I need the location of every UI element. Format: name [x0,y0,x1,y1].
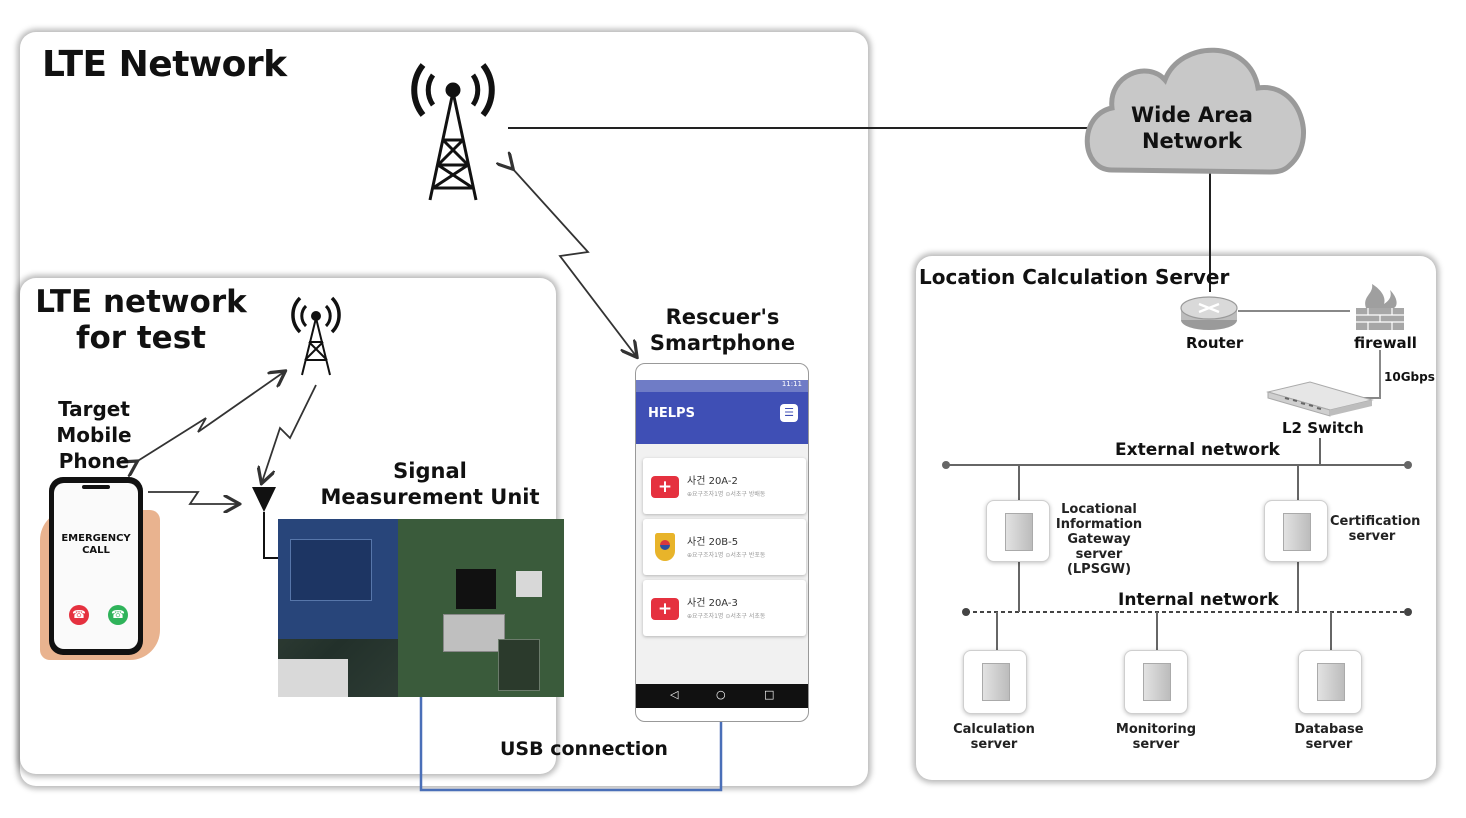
emergency-line1: EMERGENCY [61,533,131,544]
status-time: 11:11 [781,380,802,388]
l2-switch-label: L2 Switch [1282,419,1364,437]
incident-sub: ⊕요구조자1명 ⊙서초구 서초동 [687,613,766,620]
router-label: Router [1186,334,1244,352]
cert-label: Certification server [1330,514,1421,544]
incident-title: 사건 20A-3 [687,598,738,609]
incident-sub: ⊕요구조자1명 ⊙서초구 방배동 [687,491,766,498]
db-line1: Database [1294,722,1364,737]
wan-label-line1: Wide Area [1131,103,1253,127]
db-label: Database server [1279,722,1379,752]
status-bar: 11:11 [636,380,808,392]
external-network-label: External network [1115,440,1280,460]
lpsgw-line3: Gateway server [1067,532,1131,562]
rescuer-label: Rescuer's Smartphone [640,304,805,356]
lte-network-title: LTE Network [42,44,287,85]
lpsgw-line4: (LPSGW) [1066,562,1132,577]
target-phone-label: Target Mobile Phone [18,396,170,474]
rescuer-label-line2: Smartphone [649,331,796,355]
cert-line1: Certification [1330,514,1421,529]
test-tower-icon [291,296,341,376]
target-phone: EMERGENCY CALL ☎ ☎ [49,477,143,655]
monitor-line1: Monitoring [1115,722,1197,737]
accept-call-icon[interactable]: ☎ [108,605,128,625]
link-speed-label: 10Gbps [1384,370,1435,384]
calc-line1: Calculation [953,722,1035,737]
lte-test-title-line2: for test [76,320,206,356]
incident-card[interactable]: 사건 20B-5 ⊕요구조자1명 ⊙서초구 반포동 [643,519,806,575]
wan-label-line2: Network [1141,129,1242,153]
target-phone-label-line1: Target Mobile [56,397,132,447]
firewall-icon [1356,284,1404,330]
lte-test-title: LTE network for test [30,284,252,356]
monitor-server-icon [1124,650,1188,714]
rescuer-label-line1: Rescuer's [665,305,780,329]
incident-title: 사건 20A-2 [687,476,738,487]
db-line2: server [1305,737,1353,752]
usb-label: USB connection [500,738,668,760]
incident-sub: ⊕요구조자1명 ⊙서초구 반포동 [687,552,766,559]
main-tower-icon [411,63,495,201]
smu-label: Signal Measurement Unit [320,458,540,510]
emergency-call-text: EMERGENCY CALL [54,533,138,557]
lcs-title: Location Calculation Server [919,265,1230,289]
router-icon [1180,296,1238,330]
lpsgw-label: Locational Information Gateway server (L… [1046,502,1152,577]
phone-testtower-link [136,372,284,462]
target-phone-screen: EMERGENCY CALL ☎ ☎ [54,483,138,649]
calc-line2: server [970,737,1018,752]
smu-board-photo [278,519,564,697]
target-phone-label-line2: Phone [58,449,130,473]
calc-server-icon [963,650,1027,714]
incident-card[interactable]: + 사건 20A-3 ⊕요구조자1명 ⊙서초구 서초동 [643,580,806,636]
incident-card[interactable]: + 사건 20A-2 ⊕요구조자1명 ⊙서초구 방배동 [643,458,806,514]
emergency-line2: CALL [82,545,110,556]
calc-label: Calculation server [944,722,1044,752]
monitor-label: Monitoring server [1106,722,1206,752]
app-bar: HELPS ☰ [636,392,808,444]
db-server-icon [1298,650,1362,714]
firewall-label: firewall [1354,334,1417,352]
cert-server-icon [1264,500,1328,562]
decline-call-icon[interactable]: ☎ [69,605,89,625]
app-title: HELPS [648,406,695,421]
wan-label: Wide Area Network [1112,102,1272,154]
usb-line [419,696,723,792]
police-badge-icon [651,533,679,561]
lpsgw-line2: Information [1055,517,1143,532]
incident-title: 사건 20B-5 [687,537,739,548]
smu-label-line2: Measurement Unit [320,485,540,509]
nav-back-icon[interactable]: ◁ [670,688,679,701]
phone-notch [82,485,110,489]
wan-cloud-icon [1084,47,1306,175]
nav-bar: ◁ ○ □ [636,684,808,708]
nav-recent-icon[interactable]: □ [764,688,775,701]
smu-label-line1: Signal [393,459,467,483]
l2-switch-icon [1266,381,1374,417]
monitor-line2: server [1132,737,1180,752]
lte-test-title-line1: LTE network [35,284,247,320]
lpsgw-server-icon [986,500,1050,562]
tower-rescuer-link [512,168,636,356]
nav-home-icon[interactable]: ○ [716,688,726,701]
medical-kit-icon: + [651,472,679,498]
testtower-antenna-link [262,384,317,482]
lpsgw-line1: Locational [1061,502,1137,517]
internal-network-label: Internal network [1118,590,1279,610]
antenna-icon [252,487,282,559]
phone-antenna-link [148,491,238,504]
medical-kit-icon: + [651,594,679,620]
cert-line2: server [1348,529,1396,544]
menu-icon[interactable]: ☰ [780,404,798,422]
